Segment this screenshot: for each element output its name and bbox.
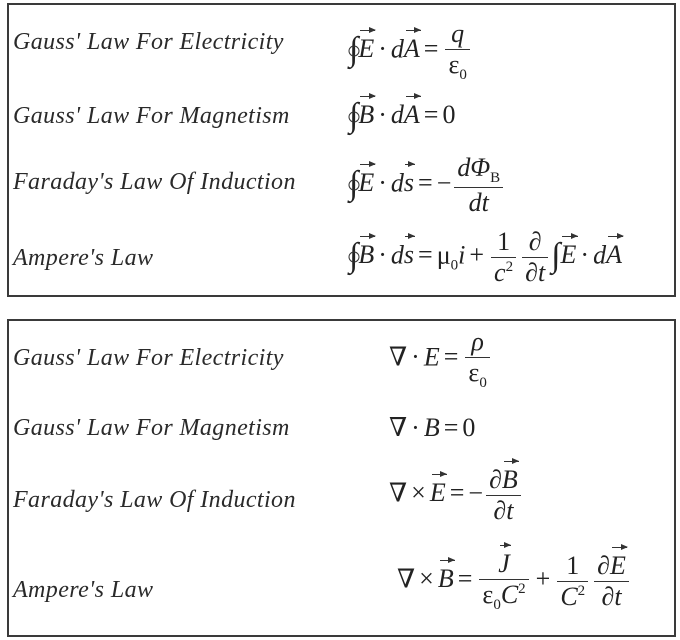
- contour-integral-symbol: ∫: [348, 31, 360, 69]
- law-name-gauss-electricity: Gauss' Law For Electricity: [13, 29, 284, 55]
- contour-integral-symbol: ∫: [348, 165, 360, 203]
- contour-integral-symbol: ∫: [348, 97, 360, 134]
- equation-gauss-magnetism-differential: ∇·B=0: [389, 413, 476, 442]
- equation-faraday-differential: ∇×E=−∂B∂t: [389, 457, 524, 526]
- law-name-ampere: Ampere's Law: [13, 245, 154, 271]
- law-name-faraday: Faraday's Law Of Induction: [13, 487, 296, 513]
- law-name-gauss-magnetism: Gauss' Law For Magnetism: [13, 103, 290, 129]
- contour-integral-symbol: ∫: [348, 237, 360, 275]
- fraction-partial-b-over-partial-t: ∂B∂t: [486, 457, 521, 526]
- law-name-faraday: Faraday's Law Of Induction: [13, 169, 296, 195]
- equation-gauss-magnetism-integral: ∫B·dA=0: [348, 92, 456, 134]
- law-name-gauss-magnetism: Gauss' Law For Magnetism: [13, 415, 290, 441]
- integral-symbol: ∫: [551, 237, 561, 275]
- law-name-gauss-electricity: Gauss' Law For Electricity: [13, 345, 284, 371]
- fraction-partial-e-over-partial-t: ∂E∂t: [594, 543, 629, 612]
- fraction-partial-over-partial-t: ∂∂t: [522, 227, 549, 288]
- law-name-ampere: Ampere's Law: [13, 577, 154, 603]
